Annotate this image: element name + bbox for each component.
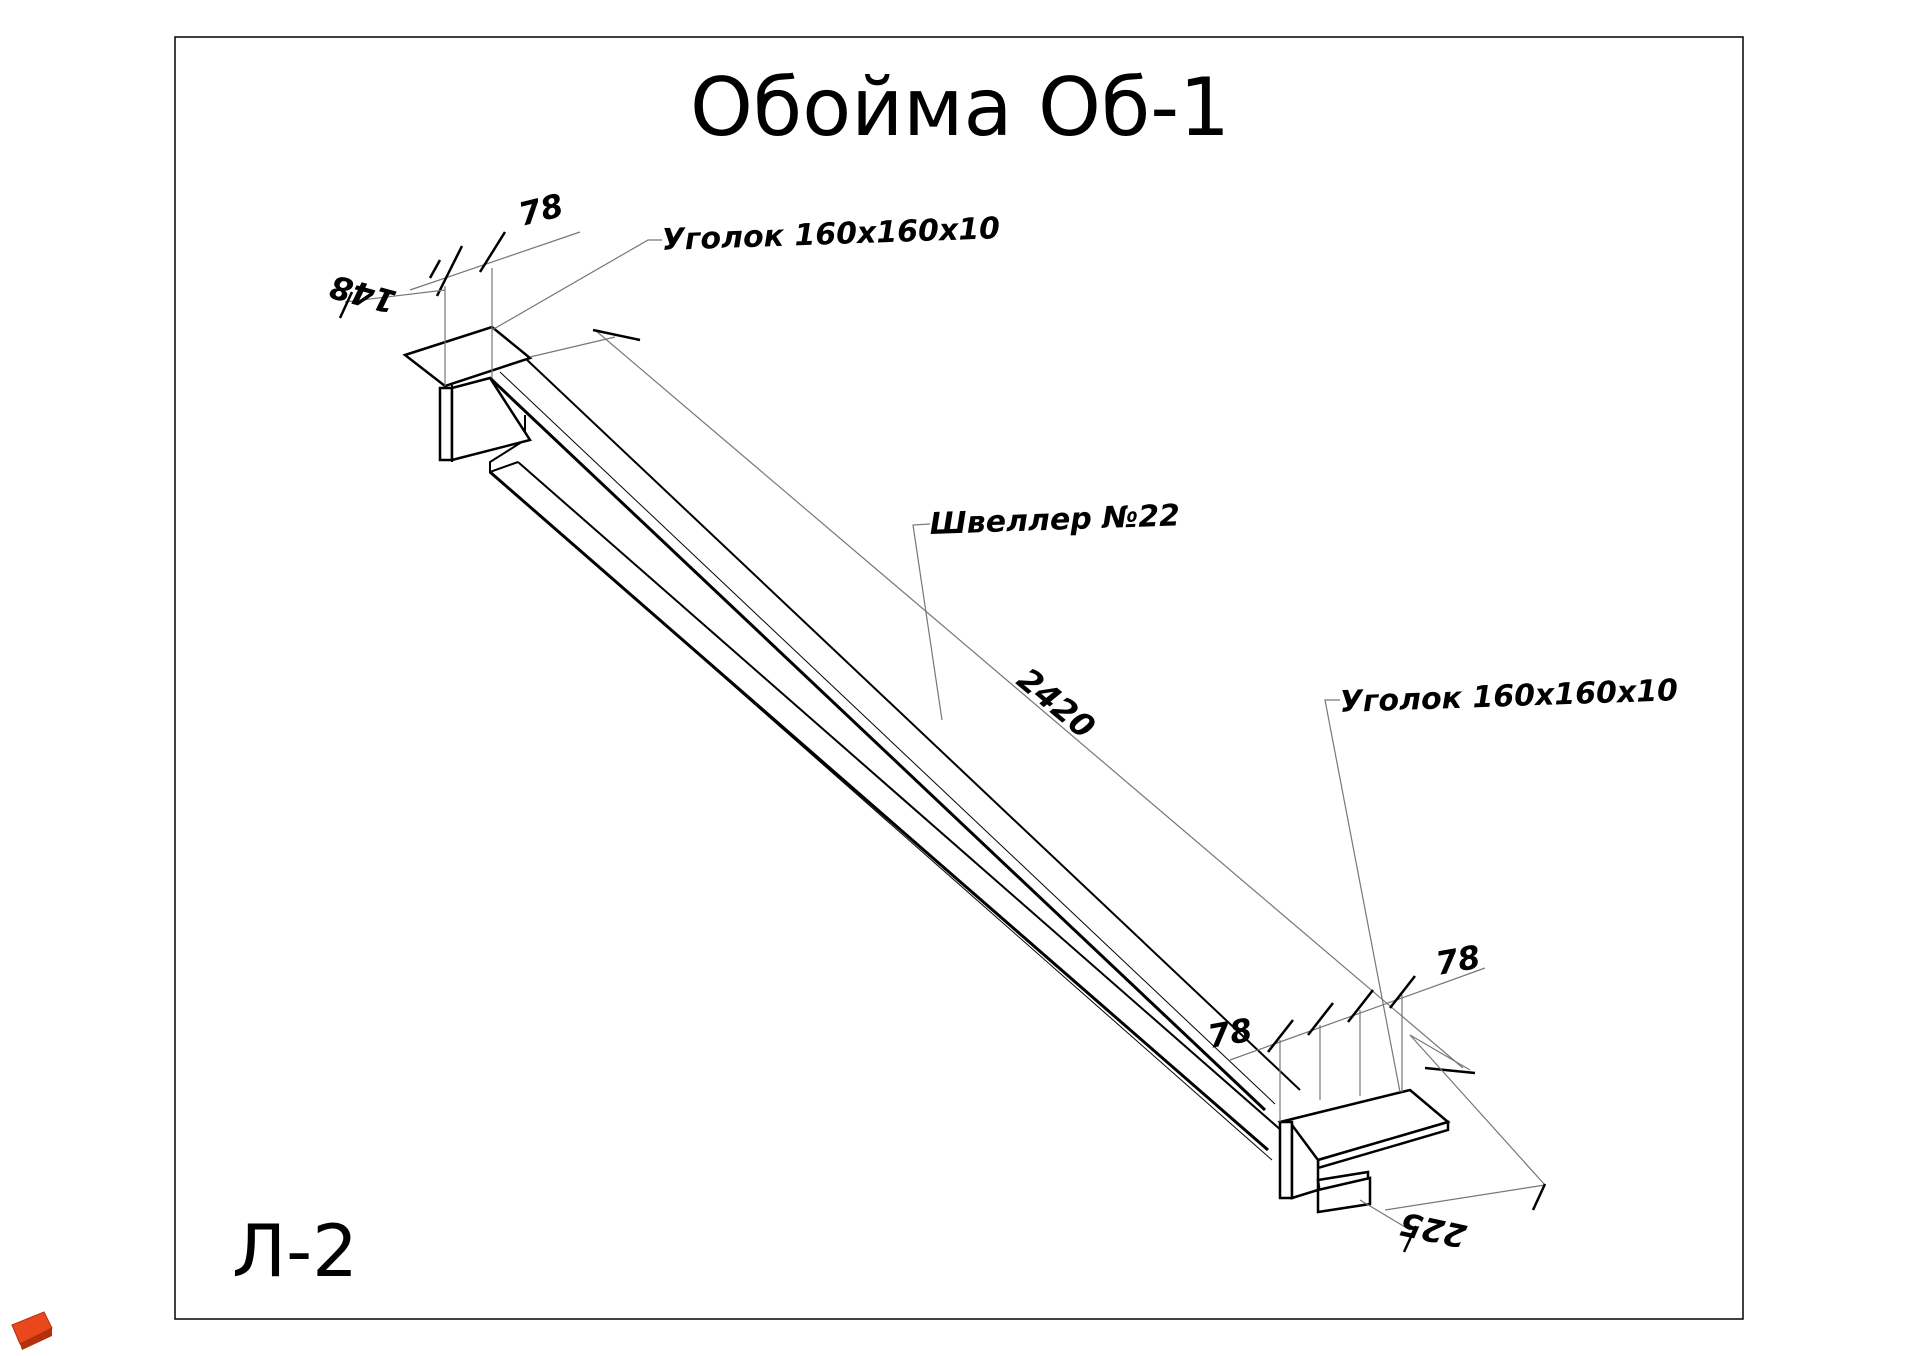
bottom-angle <box>1277 1088 1451 1214</box>
channel-beam <box>488 357 1301 1161</box>
callout-bottom-angle-label: Уголок 160x160x10 <box>1339 673 1679 720</box>
dim-top-depth: 148 <box>326 267 400 321</box>
callout-top-angle-label: Уголок 160x160x10 <box>661 211 1001 258</box>
bottom-dimensions: 78 78 225 <box>1205 938 1547 1255</box>
sheet-label: Л-2 <box>232 1209 358 1293</box>
callout-top-angle: Уголок 160x160x10 <box>491 211 1001 331</box>
dim-top-width: 78 <box>515 186 567 234</box>
dim-bottom-width-left: 78 <box>1205 1011 1255 1056</box>
callout-bottom-angle: Уголок 160x160x10 <box>1324 673 1679 1093</box>
dim-bottom-width-right: 78 <box>1433 938 1483 983</box>
top-angle <box>402 325 533 462</box>
callout-channel: Швеллер №22 <box>912 498 1181 721</box>
brand-logo <box>11 1311 53 1350</box>
dim-length: 2420 <box>1010 660 1103 746</box>
sheet-frame <box>174 36 1744 1320</box>
drawing-title: Обойма Об-1 <box>690 61 1230 154</box>
dim-bottom-depth: 225 <box>1396 1204 1469 1255</box>
length-dimension: 2420 <box>529 328 1476 1075</box>
callout-channel-label: Швеллер №22 <box>929 498 1181 542</box>
